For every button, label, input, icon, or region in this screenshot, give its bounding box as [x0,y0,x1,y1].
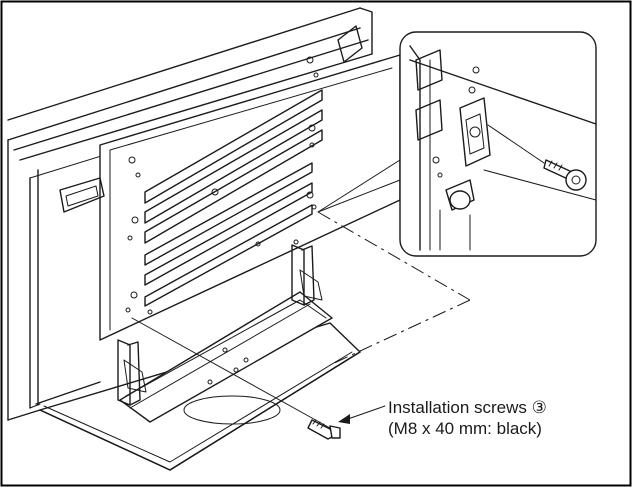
callout-line-2: (M8 x 40 mm: black) [388,419,542,438]
installation-screw [307,419,341,440]
top-tab [337,25,363,63]
screw-callout: Installation screws ③ (M8 x 40 mm: black… [388,397,547,439]
plate-holes [125,56,319,315]
leader-lines [131,159,471,429]
mounting-bracket [117,244,333,423]
vent-slots [144,89,323,307]
detail-inset [399,31,597,257]
callout-line-1: Installation screws ③ [388,398,547,417]
callout-arrow [338,405,386,424]
tv-body [7,7,381,421]
side-handle [59,177,105,213]
